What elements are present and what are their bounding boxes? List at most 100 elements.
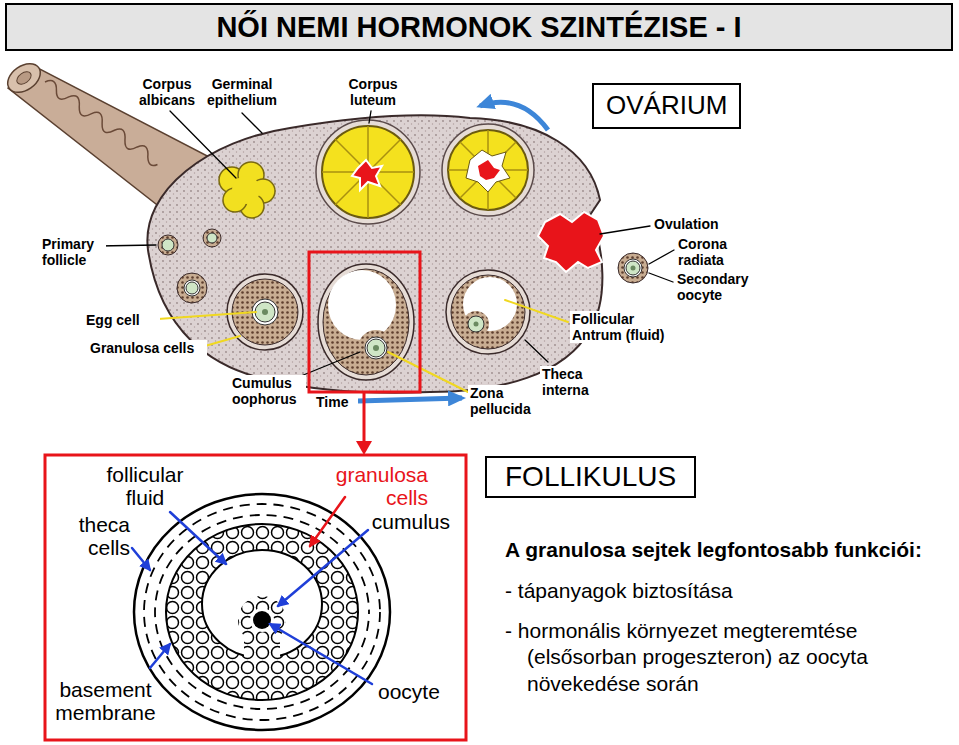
corpus-luteum <box>316 120 420 224</box>
corpus-luteum-2-part <box>478 160 500 180</box>
leader-lines-part <box>242 113 262 133</box>
follicles-part <box>367 339 385 357</box>
structure-label: Corpus luteum <box>340 76 406 108</box>
schematic-arrows-part <box>278 530 368 606</box>
leader-lines-part <box>600 226 650 234</box>
follicles-part <box>207 233 217 243</box>
leader-lines-part <box>144 312 256 320</box>
leader-lines-part <box>369 111 371 123</box>
zoom-frame-part <box>309 252 420 392</box>
follicle-schematic-part <box>253 611 271 629</box>
schematic-label: basement membrane <box>48 678 163 724</box>
leader-lines-part <box>525 340 548 362</box>
schematic-label: theca cells <box>68 513 130 559</box>
zoom-frame-part <box>363 392 366 442</box>
schematic-label: follicular fluid <box>95 463 195 509</box>
note-item: - tápanyagok biztosítása <box>505 578 955 603</box>
follicles-part <box>158 235 178 255</box>
ovulation-part <box>538 212 604 272</box>
schematic-arrows-part <box>310 497 345 546</box>
follicles-part <box>162 239 174 251</box>
corpus-luteum-part <box>322 126 414 218</box>
schematic-arrows <box>132 497 372 684</box>
corpus-luteum-2 <box>442 124 534 216</box>
follicles-part <box>203 229 221 247</box>
corpus-luteum-2-part <box>448 130 528 210</box>
follicles-part <box>451 275 525 349</box>
schematic-label: granulosa cells <box>318 463 428 509</box>
ovulation-part <box>624 259 642 277</box>
follicle-schematic-part <box>238 596 286 644</box>
time-arrows-part <box>358 398 462 401</box>
schematic-arrows-part <box>170 512 226 564</box>
follicles-part <box>463 277 517 331</box>
follicles-part <box>177 273 207 303</box>
ligament-part <box>2 58 45 98</box>
follicle-schematic-part <box>144 504 380 720</box>
zoom-frame-part <box>45 455 466 740</box>
schematic-arrows-part <box>150 644 170 668</box>
corpus-luteum-part <box>316 120 420 224</box>
ovulation-part <box>631 266 636 271</box>
follicles-part <box>468 316 484 332</box>
follicles-part <box>474 322 479 327</box>
structure-label: Corona radiata <box>676 236 742 268</box>
leader-lines-part <box>98 245 156 246</box>
ovulation-part <box>618 253 648 283</box>
structure-label: Primary follicle <box>40 236 106 268</box>
note-item: - hormonális környezet megteremtése (els… <box>505 618 927 697</box>
structure-label: Egg cell <box>84 312 160 328</box>
corpus-luteum-part <box>352 160 382 190</box>
follicles-part <box>227 274 303 350</box>
follicles-part <box>446 270 530 354</box>
box-text: OVÁRIUM <box>606 91 727 121</box>
time-arrows-part <box>480 102 548 130</box>
note-heading: A granulosa sejtek legfontosabb funkciói… <box>505 537 955 562</box>
follicles-part <box>323 269 409 375</box>
zoom-frame-part <box>356 441 372 455</box>
follicle-schematic-part <box>155 515 369 709</box>
title-text: NŐI NEMI HORMONOK SZINTÉZISE - I <box>216 13 741 42</box>
schematic-label: cumulus <box>360 510 450 533</box>
corpus-luteum-part <box>322 126 414 218</box>
zoom-frame <box>45 252 466 740</box>
follicle-schematic-part <box>134 494 390 730</box>
heading-box: FOLLIKULUS <box>485 456 696 498</box>
title-bar: NŐI NEMI HORMONOK SZINTÉZISE - I <box>5 3 953 51</box>
leader-lines-part <box>649 273 673 282</box>
axis-label: Time <box>314 394 358 410</box>
follicles-part <box>358 330 394 366</box>
ovulation-part <box>626 261 640 275</box>
follicles-part <box>463 311 489 337</box>
follicles-part <box>232 279 298 345</box>
structure-label: Ovulation <box>652 216 736 232</box>
schematic-label: oocyte <box>378 680 453 703</box>
structure-label: Corpus albicans <box>130 76 204 108</box>
leader-lines-part <box>170 111 236 178</box>
ligament-part <box>15 69 34 86</box>
follicle-schematic-part <box>166 524 358 700</box>
corpus-albicans-part <box>232 176 260 204</box>
ovulation <box>538 212 648 283</box>
follicles-part <box>255 302 275 322</box>
corpus-luteum-2-part <box>448 130 528 210</box>
leader-lines-part <box>388 352 468 392</box>
follicles-part <box>186 282 198 294</box>
leader-lines-part <box>505 300 568 322</box>
corpus-luteum-2-part <box>442 124 534 216</box>
schematic-arrows-part <box>270 624 372 684</box>
section-box: OVÁRIUM <box>592 83 741 129</box>
follicle-schematic <box>134 494 390 730</box>
structure-label: Zona pellucida <box>468 385 542 417</box>
box-text: FOLLIKULUS <box>505 461 676 493</box>
structure-label: Granulosa cells <box>88 340 207 356</box>
follicle-schematic-part <box>250 608 274 632</box>
follicles-part <box>365 337 387 359</box>
structure-label: Cumulus oophorus <box>230 375 306 407</box>
corpus-luteum-2-part <box>466 150 510 192</box>
structure-label: Germinal epithelium <box>200 76 284 108</box>
follicles-part <box>262 309 268 315</box>
follicles-part <box>373 345 379 351</box>
corpus-albicans <box>219 162 275 218</box>
